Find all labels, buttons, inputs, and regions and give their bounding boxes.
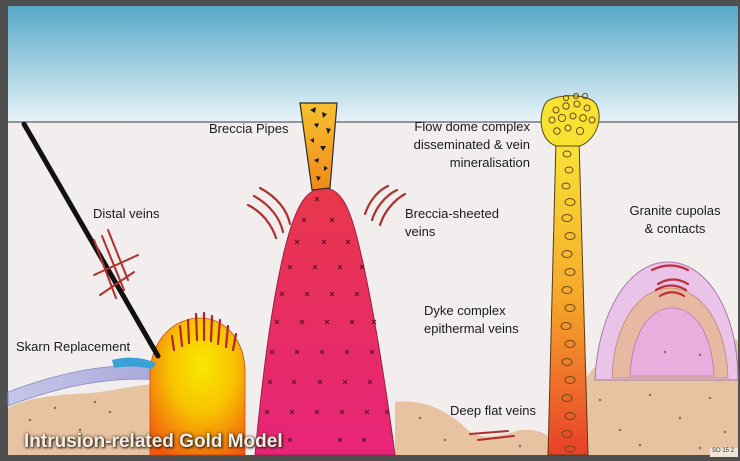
reference-tag: SO 15 2 xyxy=(712,448,734,454)
label-skarn-replacement: Skarn Replacement xyxy=(16,338,130,356)
diagram-title: Intrusion-related Gold Model xyxy=(24,431,283,453)
sky xyxy=(8,6,738,122)
label-granite-cupolas: Granite cupolas & contacts xyxy=(620,202,730,238)
label-breccia-pipes: Breccia Pipes xyxy=(209,120,288,138)
label-flow-dome: Flow dome complex disseminated & vein mi… xyxy=(396,118,530,172)
label-dyke-complex: Dyke complex epithermal veins xyxy=(424,302,519,338)
label-breccia-sheeted-veins: Breccia-sheeted veins xyxy=(405,205,499,241)
label-deep-flat-veins: Deep flat veins xyxy=(450,402,536,420)
flow-dome xyxy=(541,96,599,146)
label-distal-veins: Distal veins xyxy=(93,205,159,223)
